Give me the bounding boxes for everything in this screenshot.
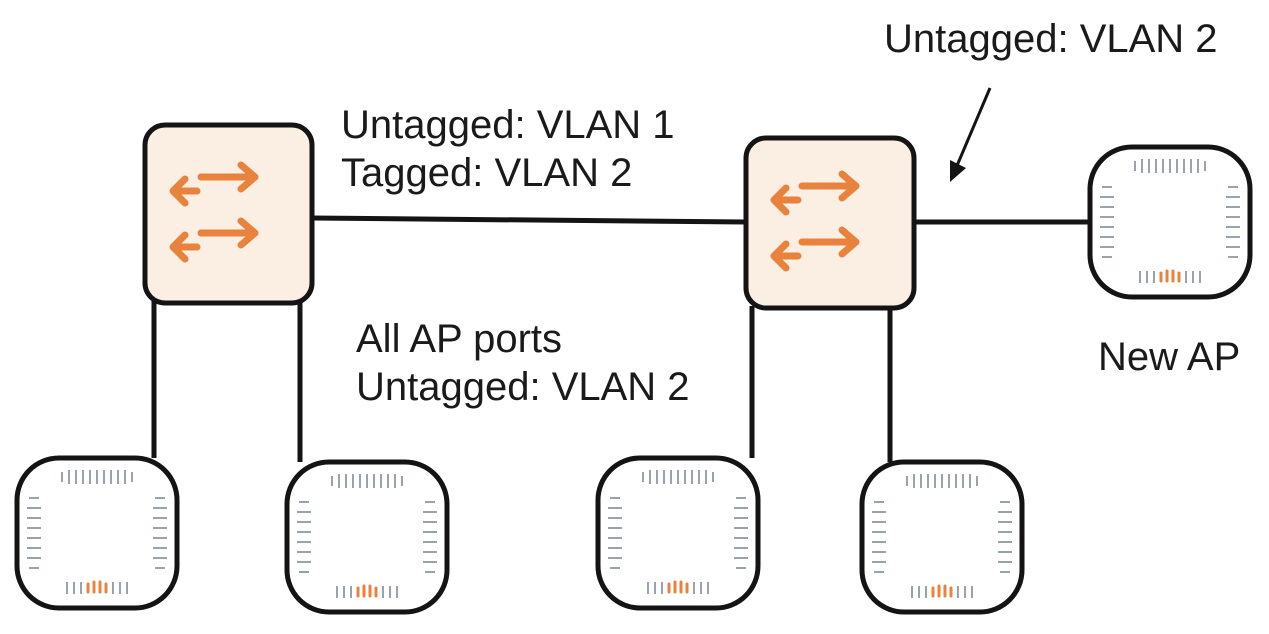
annotation-arrow xyxy=(950,87,992,182)
trunk-link xyxy=(311,215,747,225)
new-ap-port-label: Untagged: VLAN 2 xyxy=(884,17,1218,61)
switch-2 xyxy=(743,135,917,311)
trunk-label-untagged: Untagged: VLAN 1 xyxy=(341,103,675,147)
ap-ports-label-vlan: Untagged: VLAN 2 xyxy=(356,365,690,409)
ap-ports-label-title: All AP ports xyxy=(356,317,562,361)
ap-1 xyxy=(17,458,177,608)
trunk-label-tagged: Tagged: VLAN 2 xyxy=(341,151,632,195)
ap-4 xyxy=(862,462,1022,612)
links xyxy=(151,215,1092,462)
new-ap-label: New AP xyxy=(1098,335,1240,379)
switch-1 xyxy=(142,122,315,306)
ap-3 xyxy=(598,458,758,608)
ap-2 xyxy=(287,462,447,612)
new-ap xyxy=(1090,147,1250,297)
